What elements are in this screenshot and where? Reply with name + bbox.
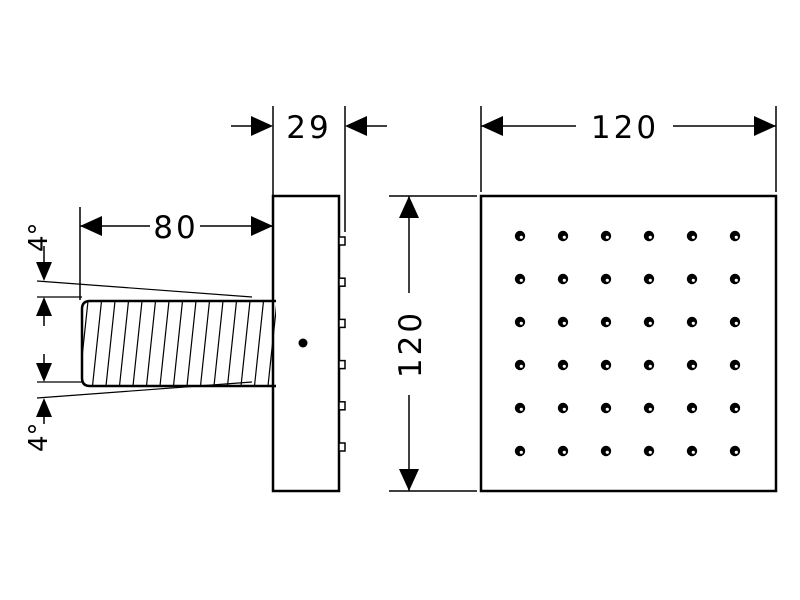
thread-line xyxy=(186,301,197,386)
front-nozzle xyxy=(729,445,741,457)
front-nozzle xyxy=(514,402,526,414)
front-nozzle xyxy=(600,359,612,371)
thread-line xyxy=(118,301,130,386)
arrowhead xyxy=(36,398,52,417)
front-nozzle xyxy=(557,316,569,328)
angle-dimension-lower xyxy=(36,354,52,424)
front-nozzle xyxy=(729,273,741,285)
front-nozzle xyxy=(600,316,612,328)
front-view xyxy=(479,194,778,493)
arrowhead xyxy=(36,262,52,281)
front-nozzle xyxy=(643,230,655,242)
front-nozzle xyxy=(729,316,741,328)
arrowhead xyxy=(251,116,273,136)
thread-line xyxy=(91,301,103,386)
front-nozzle xyxy=(600,230,612,242)
front-nozzle xyxy=(643,359,655,371)
dimension-height-label: 120 xyxy=(393,310,429,378)
front-plate xyxy=(479,194,778,493)
dimension-height xyxy=(389,195,477,492)
front-nozzle xyxy=(729,359,741,371)
front-nozzle-grid xyxy=(514,230,741,457)
mount-hole xyxy=(298,338,308,348)
angle-dimension-upper xyxy=(36,246,52,326)
front-nozzle xyxy=(600,402,612,414)
side-nozzles xyxy=(338,236,346,452)
front-nozzle xyxy=(514,316,526,328)
front-nozzle xyxy=(686,273,698,285)
thread-line xyxy=(253,301,265,386)
thread-lines xyxy=(82,301,276,386)
front-nozzle xyxy=(686,402,698,414)
front-nozzle xyxy=(643,445,655,457)
front-nozzle xyxy=(514,359,526,371)
arrowhead xyxy=(481,116,503,136)
front-nozzle xyxy=(557,230,569,242)
thread-line xyxy=(240,301,251,386)
side-nozzle xyxy=(338,401,346,411)
front-nozzle xyxy=(557,359,569,371)
side-nozzle xyxy=(338,277,346,287)
thread-line xyxy=(172,301,184,386)
arrowhead xyxy=(36,363,52,382)
thread-line xyxy=(145,301,157,386)
thread-line xyxy=(105,301,116,386)
front-nozzle xyxy=(514,230,526,242)
thread-line xyxy=(267,301,276,386)
dimension-depth-label: 29 xyxy=(286,110,331,146)
angle-line-lower xyxy=(36,381,253,399)
front-nozzle xyxy=(729,230,741,242)
side-nozzle xyxy=(338,359,346,370)
thread-line xyxy=(159,301,170,386)
angle-lower-label: 4° xyxy=(24,422,54,452)
arrowhead xyxy=(36,297,52,316)
side-view xyxy=(36,194,346,493)
side-nozzle xyxy=(338,442,346,452)
side-nozzle xyxy=(338,236,346,246)
arrowhead xyxy=(399,469,419,491)
arrowhead xyxy=(80,216,102,236)
thread-line xyxy=(213,301,224,386)
arrowhead xyxy=(345,116,367,136)
dimension-thread-length xyxy=(79,207,273,300)
front-nozzle xyxy=(557,445,569,457)
front-nozzle xyxy=(643,316,655,328)
front-nozzle xyxy=(686,316,698,328)
dimension-width xyxy=(480,106,777,192)
thread-line xyxy=(82,301,89,386)
front-nozzle xyxy=(686,445,698,457)
thread-line xyxy=(132,301,143,386)
dimension-depth xyxy=(231,106,387,232)
front-nozzle xyxy=(643,402,655,414)
front-nozzle xyxy=(557,273,569,285)
front-nozzle xyxy=(643,273,655,285)
front-nozzle xyxy=(686,359,698,371)
front-nozzle xyxy=(600,273,612,285)
front-nozzle xyxy=(514,445,526,457)
arrowhead xyxy=(399,196,419,218)
side-nozzle xyxy=(338,318,346,329)
arrowhead xyxy=(754,116,776,136)
thread-line xyxy=(226,301,238,386)
front-nozzle xyxy=(729,402,741,414)
thread-line xyxy=(199,301,211,386)
dimension-width-label: 120 xyxy=(591,110,659,146)
angle-upper-label: 4° xyxy=(24,222,54,252)
front-nozzle xyxy=(686,230,698,242)
arrowhead xyxy=(251,216,273,236)
front-nozzle xyxy=(557,402,569,414)
dimension-thread-length-label: 80 xyxy=(153,210,198,246)
front-nozzle xyxy=(600,445,612,457)
thread-outline xyxy=(80,299,276,388)
front-nozzle xyxy=(514,273,526,285)
angle-line-upper xyxy=(36,280,253,298)
